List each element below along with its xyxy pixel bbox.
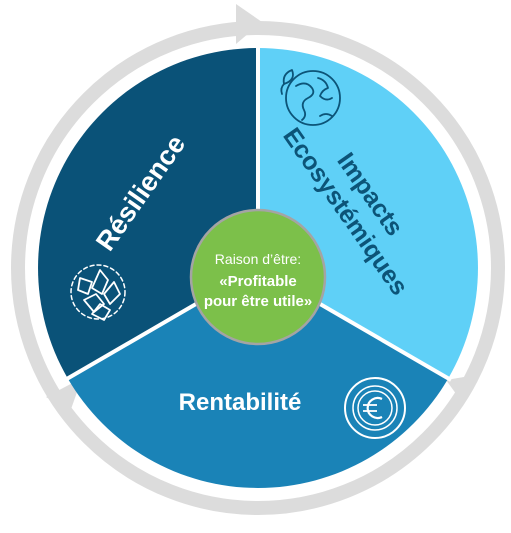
rentabilite-label: Rentabilité (179, 389, 302, 416)
cycle-arrow-top (236, 4, 262, 44)
euro-coin-icon (344, 377, 406, 439)
hands-together-icon (70, 264, 126, 321)
center-purpose-line2: «Profitable (219, 273, 297, 290)
center-purpose-line3: pour être utile» (204, 293, 312, 310)
center-purpose-line1: Raison d’être: (215, 251, 301, 267)
globe-leaf-icon (280, 69, 341, 126)
outer-cycle-ring (11, 21, 505, 515)
center-purpose-circle (189, 208, 327, 346)
cycle-arrow-right (446, 375, 476, 402)
segment-rentabilite (67, 268, 449, 488)
